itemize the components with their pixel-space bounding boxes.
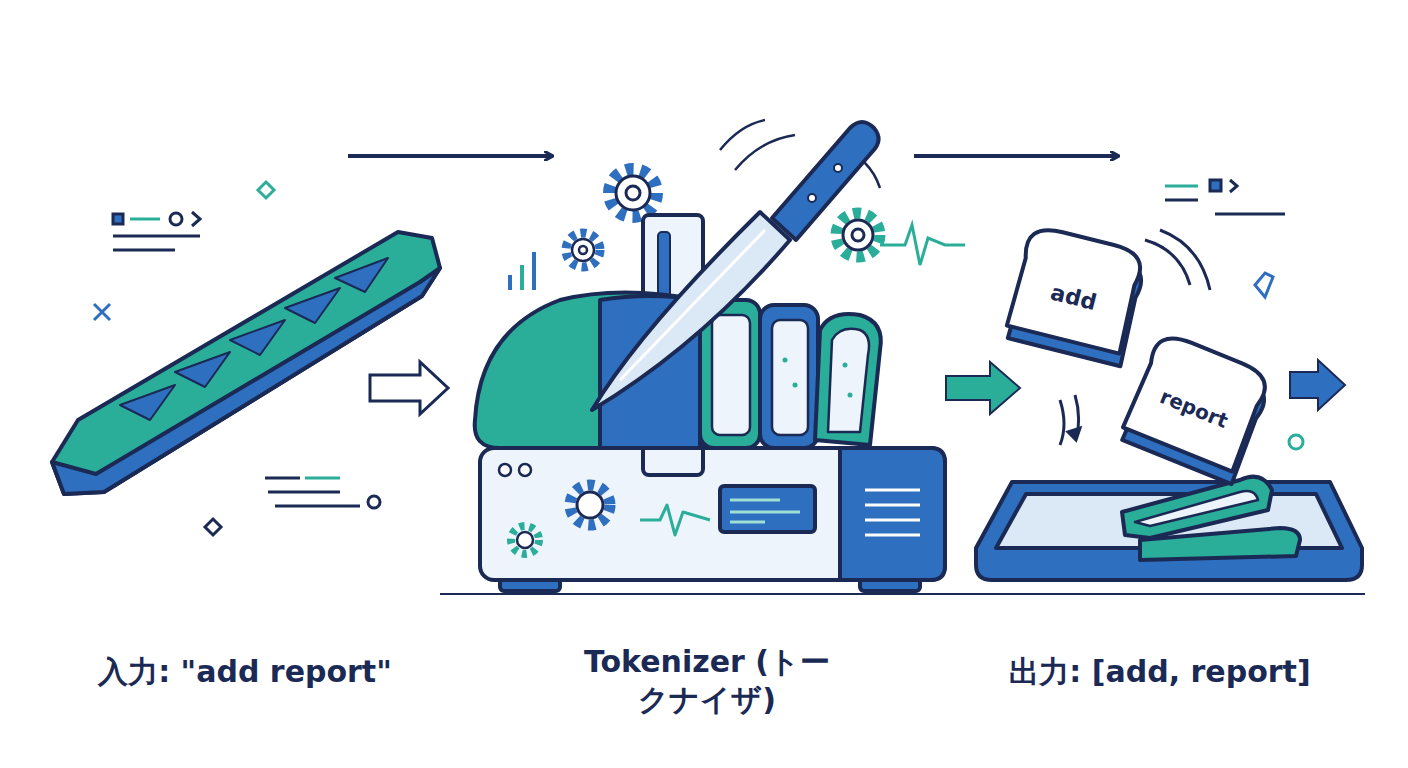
bread-slice: report (1112, 324, 1280, 484)
ground-line (440, 593, 1365, 595)
caption-label: 出力: [add, report] (960, 653, 1360, 691)
flow-arrow (370, 362, 448, 414)
tray (976, 477, 1362, 580)
flow-arrow (914, 154, 1118, 158)
flow-arrow (946, 362, 1020, 414)
baguette (52, 232, 440, 494)
caption-label: Tokenizer (トークナイザ) (582, 643, 832, 718)
flow-arrow (348, 154, 552, 158)
slicer-machine (475, 122, 945, 591)
caption-label: 入力: "add report" (35, 653, 455, 691)
bread-slice: add (997, 219, 1154, 365)
flow-arrow (1290, 360, 1345, 410)
